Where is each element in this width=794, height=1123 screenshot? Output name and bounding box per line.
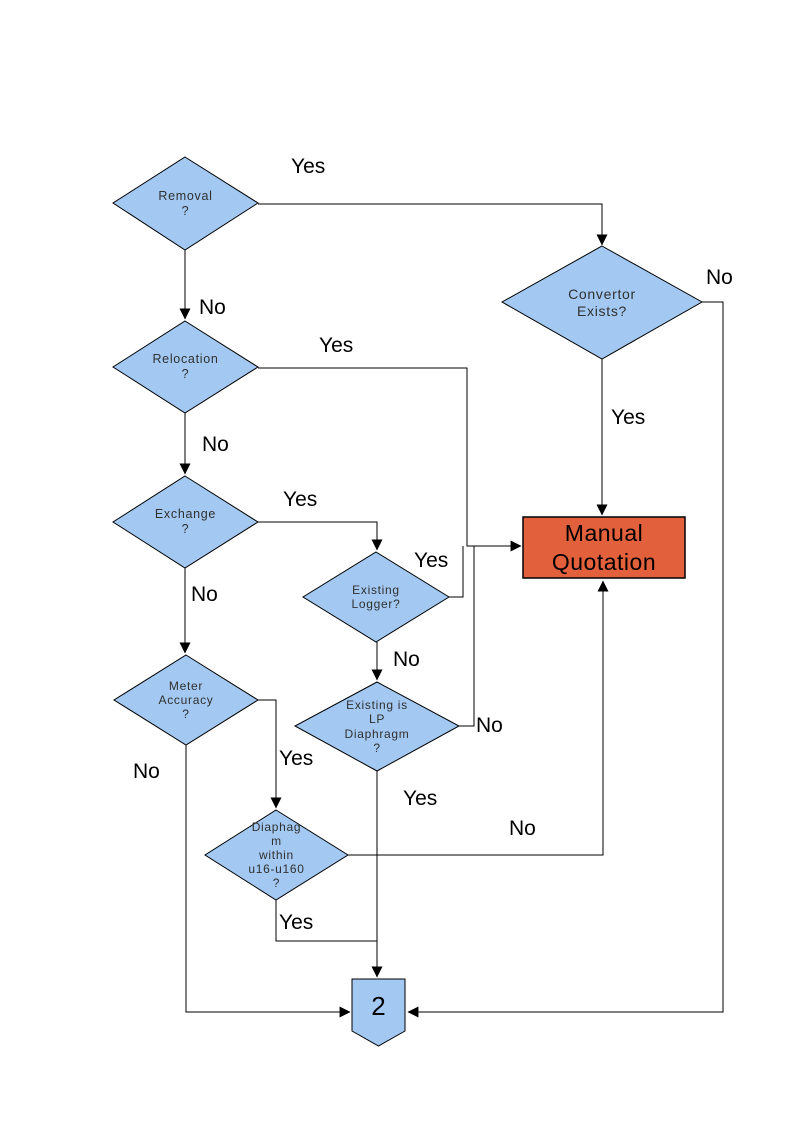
decision-meter-accuracy-shape [113,654,259,746]
edge-lp-no-line [459,546,475,727]
decision-removal-shape [112,156,259,251]
edge-meter-yes-line [258,699,282,809]
offpage-connector-2-shape [351,978,406,1047]
edge-relocation-yes-line [258,367,522,552]
decision-relocation-shape [112,320,259,414]
edge-diaphragm-yes-line [275,900,377,942]
edge-convertor-no-line [407,301,724,1018]
edge-logger-yes-line [449,546,464,598]
decision-convertor-exists-shape [500,245,704,360]
decision-exchange-shape [112,475,259,569]
edge-exchange-yes-line [258,521,383,551]
decision-existing-lp-shape [293,681,461,772]
edge-removal-yes-line [258,203,608,246]
edge-diaphragm-no-line [348,580,609,856]
decision-diaphragm-range-shape [204,809,349,901]
decision-existing-logger-shape [302,551,450,643]
edge-meter-no-line [185,745,351,1018]
process-manual-quotation-shape [522,516,686,579]
